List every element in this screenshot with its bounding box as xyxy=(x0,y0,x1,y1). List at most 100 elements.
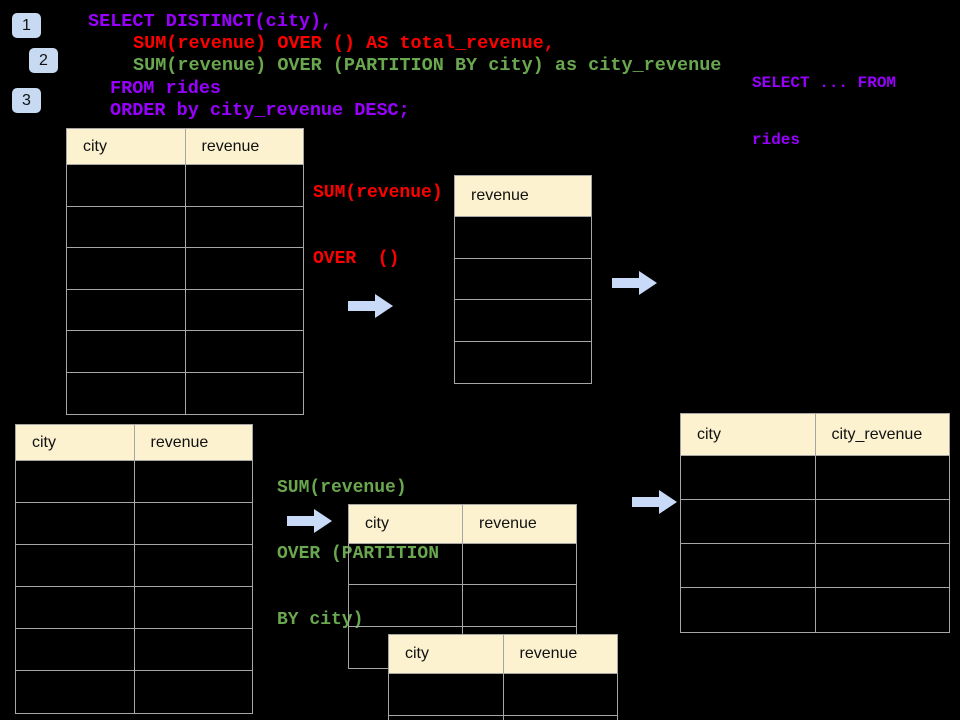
table-row xyxy=(67,165,303,207)
table-cell xyxy=(462,585,576,626)
table-row xyxy=(16,503,252,545)
table-cell xyxy=(502,716,618,720)
column-header: revenue xyxy=(471,187,529,204)
code-line-from: FROM rides xyxy=(110,78,222,99)
table-row xyxy=(681,544,949,588)
table-cell xyxy=(16,587,134,628)
annotation-line: SUM(revenue) xyxy=(313,183,443,203)
table-cell xyxy=(133,629,253,670)
table-row xyxy=(455,217,591,259)
table-cell xyxy=(67,207,185,248)
annotation-partition: SUM(revenue) OVER (PARTITION BY city) xyxy=(277,433,439,675)
table-cell xyxy=(16,671,134,713)
table-header-row: revenue xyxy=(455,176,591,217)
column-header: city xyxy=(32,433,56,451)
table-row xyxy=(16,671,252,713)
table-row xyxy=(681,456,949,500)
table-cell xyxy=(67,165,185,206)
side-note-select-from-rides: SELECT ... FROM rides xyxy=(752,36,896,188)
table-row xyxy=(389,716,617,720)
arrow-right-icon xyxy=(348,294,393,318)
step-badge-2: 2 xyxy=(29,48,58,73)
table-cell xyxy=(133,545,253,586)
table-cell xyxy=(455,300,591,341)
table-row xyxy=(67,206,304,248)
table-row xyxy=(16,629,252,671)
table-cell xyxy=(67,373,185,415)
table-cell xyxy=(133,587,253,628)
table-row xyxy=(349,544,576,586)
table-cell xyxy=(502,674,618,715)
table-row xyxy=(455,342,591,384)
column-header: city_revenue xyxy=(814,414,950,455)
table-row xyxy=(681,500,949,544)
table-cell xyxy=(814,588,950,632)
column-header: city xyxy=(365,515,389,532)
column-header: city xyxy=(405,645,429,662)
code-line-city-revenue: SUM(revenue) OVER (PARTITION BY city) as… xyxy=(133,55,722,76)
table-cell xyxy=(184,331,304,372)
table-row xyxy=(67,289,304,331)
table-cell xyxy=(184,372,304,414)
side-note-line-2: rides xyxy=(752,131,801,149)
table-cell xyxy=(133,461,253,502)
table-cell xyxy=(16,503,134,544)
table-cell xyxy=(349,544,462,584)
table-cell xyxy=(455,217,591,258)
column-header: revenue xyxy=(462,505,576,543)
partition-overlay-table: city revenue xyxy=(388,634,618,720)
table-cell xyxy=(184,289,304,330)
table-row xyxy=(16,587,252,629)
table-cell xyxy=(133,503,253,544)
table-cell xyxy=(184,248,304,289)
annotation-line: OVER (PARTITION xyxy=(277,544,440,564)
table-cell xyxy=(455,259,591,300)
table-cell xyxy=(681,500,815,543)
arrow-right-icon xyxy=(632,490,677,514)
annotation-line: BY city) xyxy=(277,610,364,630)
arrow-right-icon xyxy=(612,271,657,295)
table-cell xyxy=(16,629,134,670)
table-row xyxy=(67,372,304,415)
table-cell xyxy=(133,671,253,713)
table-cell xyxy=(455,342,591,384)
table-cell xyxy=(814,456,950,499)
table-row xyxy=(67,331,303,373)
column-header: revenue xyxy=(502,635,618,673)
table-cell xyxy=(681,544,815,587)
table-header-row: city revenue xyxy=(349,505,576,544)
annotation-line: OVER () xyxy=(313,249,400,269)
arrow-right-icon xyxy=(287,509,332,533)
table-cell xyxy=(16,461,134,502)
table-row xyxy=(16,545,252,587)
step-badge-1: 1 xyxy=(12,13,41,38)
table-cell xyxy=(389,674,503,715)
table-row xyxy=(389,674,617,716)
table-cell xyxy=(184,165,304,206)
table-cell xyxy=(67,290,185,331)
column-header: revenue xyxy=(184,129,304,164)
code-line-select: SELECT DISTINCT(city), xyxy=(88,11,333,32)
table-row xyxy=(681,588,949,632)
table-cell xyxy=(349,585,462,625)
table-row xyxy=(67,248,303,290)
table-row xyxy=(16,461,252,503)
table-cell xyxy=(389,716,503,720)
table-row xyxy=(455,259,591,300)
code-line-total-revenue: SUM(revenue) OVER () AS total_revenue, xyxy=(133,33,555,54)
table-cell xyxy=(681,588,815,632)
side-note-line-1: SELECT ... FROM xyxy=(752,74,897,92)
table-row xyxy=(455,300,591,342)
table-cell xyxy=(184,206,304,247)
table-cell xyxy=(814,500,950,543)
annotation-total-revenue: SUM(revenue) OVER () xyxy=(313,138,443,314)
table-cell xyxy=(67,248,185,289)
partition-step-table: city revenue xyxy=(348,504,577,669)
